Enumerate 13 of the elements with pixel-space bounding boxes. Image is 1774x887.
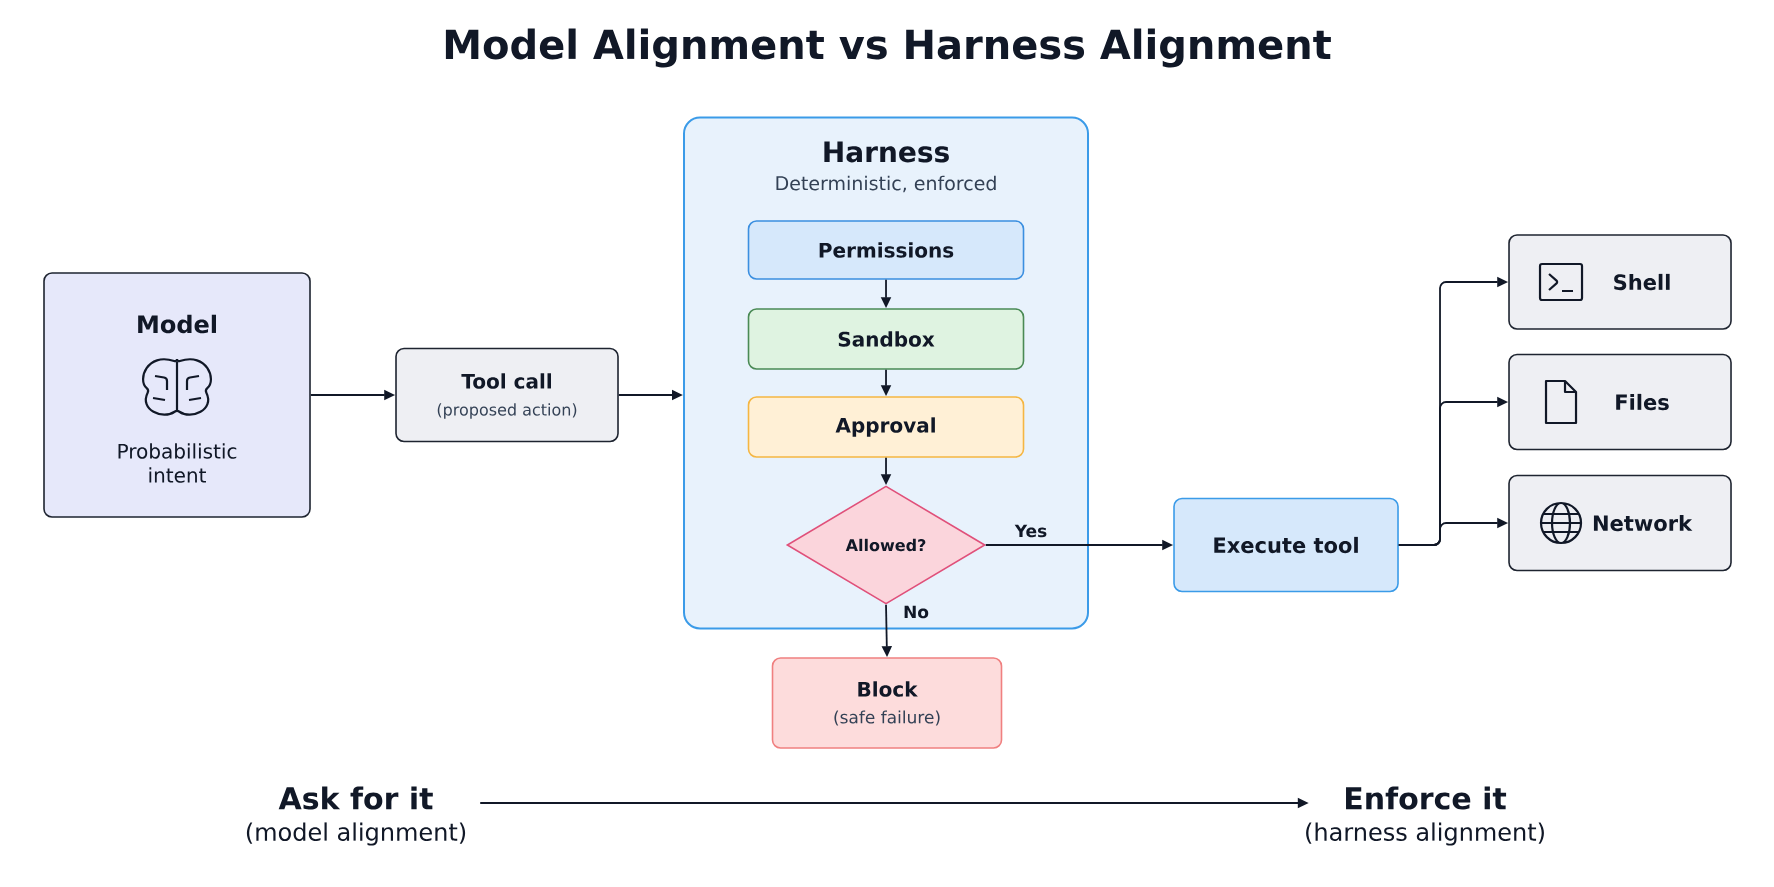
process-box: Sandbox [747, 308, 1025, 370]
tool-box: Shell [1508, 234, 1732, 330]
title: Model Alignment vs Harness Alignment [445, 28, 1331, 68]
tool-box: Network [1508, 474, 1732, 572]
process-box: Approval [747, 396, 1025, 458]
process-box: Permissions [747, 220, 1025, 280]
process-box: Block (safe failure) [771, 657, 1003, 749]
tool-box: Files [1508, 353, 1732, 451]
process-box: Execute tool [1173, 497, 1399, 593]
axis-label: Enforce it (harness alignment) [1306, 786, 1544, 846]
axis-label: Ask for it (model alignment) [246, 786, 466, 846]
process-box: Tool call (proposed action) [395, 347, 619, 443]
model-box: Model Probabilistic intent [43, 272, 311, 518]
